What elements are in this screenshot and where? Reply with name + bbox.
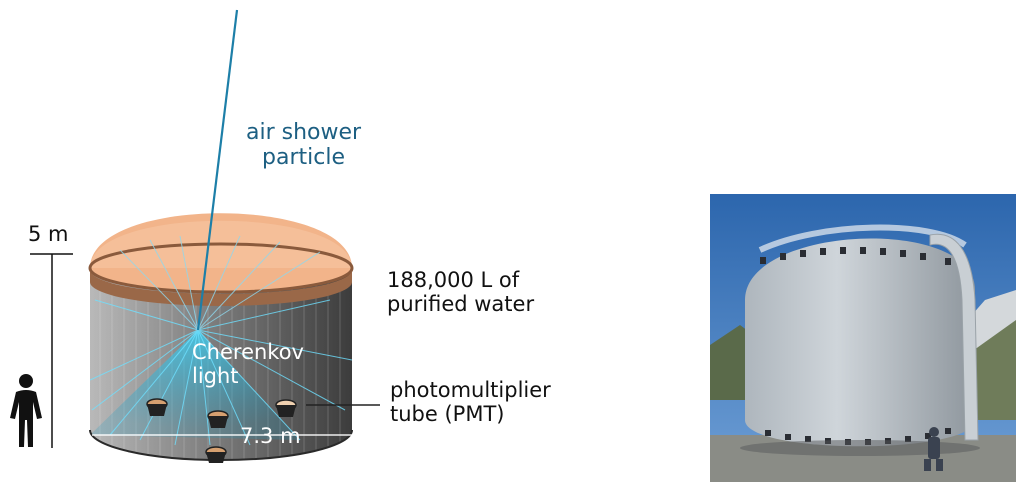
pmt-icon bbox=[146, 398, 168, 416]
pmt-label-line1: photomultiplier bbox=[390, 378, 551, 402]
height-label: 5 m bbox=[28, 222, 69, 246]
pmt-icon bbox=[275, 399, 297, 417]
pmt-label-line2: tube (PMT) bbox=[390, 402, 505, 427]
pmt-icon bbox=[207, 410, 229, 428]
pmt-icon bbox=[205, 446, 227, 463]
pmt-label: photomultiplier tube (PMT) bbox=[390, 378, 551, 426]
particle-label-line1: air shower bbox=[246, 120, 362, 145]
particle-track bbox=[196, 9, 239, 331]
water-volume-label: 188,000 L of purified water bbox=[387, 268, 534, 316]
particle-label-line2: particle bbox=[262, 145, 346, 171]
cherenkov-label-line2: light bbox=[192, 364, 239, 389]
cherenkov-label-line1: Cherenkov bbox=[192, 340, 304, 364]
water-surface bbox=[88, 213, 354, 331]
inflated-water-tank-photo bbox=[710, 194, 1016, 482]
water-label-line2: purified water bbox=[387, 292, 535, 317]
person-icon bbox=[10, 374, 42, 447]
cherenkov-light-cone bbox=[90, 299, 352, 446]
width-label: 7.3 m bbox=[240, 424, 301, 448]
particle-label: air shower particle bbox=[246, 120, 361, 171]
cherenkov-label: Cherenkov light bbox=[192, 340, 304, 388]
height-scale bbox=[30, 253, 73, 448]
water-label-line1: 188,000 L of bbox=[387, 268, 520, 292]
